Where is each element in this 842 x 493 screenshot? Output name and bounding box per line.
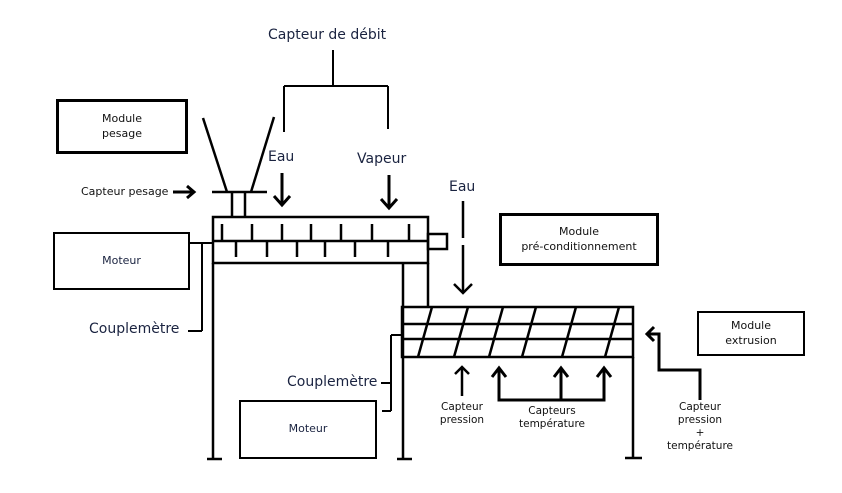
cpt-line2: pression [677,414,723,427]
module-pesage-box: Module pesage [56,99,188,154]
cpt-line3: + [695,427,705,440]
module-extrusion-line2: extrusion [725,333,777,347]
extruder-stand [625,357,642,460]
module-pesage-line2: pesage [102,126,142,140]
module-preconditionnement-line1: Module [559,224,599,238]
module-extrusion-box: Module extrusion [697,311,805,356]
motor-bottom-box: Moteur [239,400,377,459]
hopper [201,116,276,216]
eau-label: Eau [268,149,295,165]
module-preconditionnement-box: Module pré-conditionnement [499,213,659,266]
capteur-pesage-arrow-icon [173,184,197,200]
module-extrusion-line1: Module [730,318,771,332]
couplemetre-1-label: Couplemètre [89,321,180,337]
vapeur-label: Vapeur [357,151,407,167]
cpt-line1: Capteur [679,401,721,413]
module-preconditionnement-line2: pré-conditionnement [521,239,637,253]
capteur-pression-label: Capteur pression [435,401,489,427]
module-pesage-line1: Module [102,111,142,125]
vapeur-arrow-icon [379,175,399,211]
eau-2-arrow-icon [453,201,473,295]
flow-sensor-bracket [283,50,389,132]
cpt-line4: température [667,440,733,453]
capteur-pesage-label: Capteur pesage [81,185,169,198]
capteur-pression-arrow-icon [454,365,470,396]
top-motor-shaft [188,242,213,332]
motor-top-label: Moteur [102,253,141,267]
extruder-barrel [400,305,635,359]
capteur-pression-temperature-label: Capteur pression + température [663,401,737,454]
motor-bottom-label: Moteur [288,422,328,436]
capteurs-temperature-label: Capteurs température [515,405,589,431]
capteurs-temperature-line2: température [519,418,585,431]
capteurs-temperature-arrows-icon [490,365,613,402]
capteur-pression-temperature-arrow-icon [644,325,702,400]
capteur-pression-line1: Capteur [441,401,483,413]
preconditioner-barrel [211,215,449,265]
capteurs-temperature-line1: Capteurs [528,405,576,417]
eau-arrow-icon [272,173,292,208]
preconditioner-stand [207,263,430,461]
couplemetre-2-label: Couplemètre [287,374,378,390]
eau-2-label: Eau [449,179,476,195]
bottom-motor-shaft [381,334,402,412]
capteur-pression-line2: pression [439,414,485,427]
flow-sensor-label: Capteur de débit [268,27,387,43]
motor-top-box: Moteur [53,232,190,290]
